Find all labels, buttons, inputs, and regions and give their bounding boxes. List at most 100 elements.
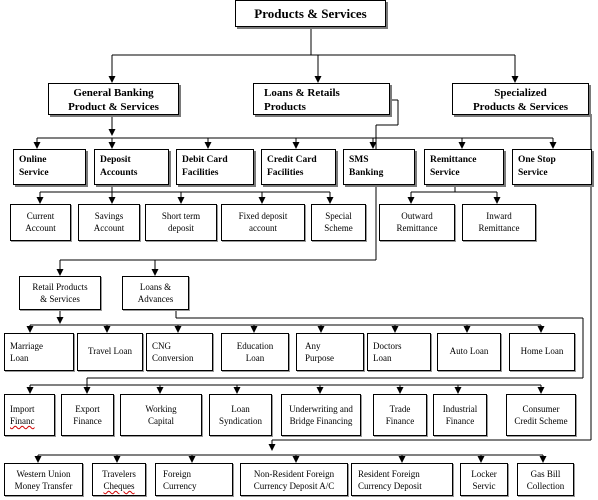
- node-label: Doctors: [373, 341, 402, 351]
- node-label: Currency: [163, 481, 197, 491]
- node-label: Syndication: [219, 416, 262, 426]
- node-industrial-finance: Industrial Finance: [433, 394, 487, 436]
- node-deposit-accounts: Deposit Accounts: [94, 149, 169, 185]
- node-label: Bridge Financing: [289, 416, 353, 426]
- node-current-account: Current Account: [10, 204, 71, 241]
- node-label: Industrial: [442, 404, 478, 414]
- node-savings-account: Savings Account: [78, 204, 140, 241]
- node-label: Service: [19, 168, 49, 178]
- node-label: Western Union: [16, 469, 71, 479]
- node-label: Export: [75, 404, 100, 414]
- node-label: Gas Bill: [530, 469, 561, 479]
- node-fixed-deposit-account: Fixed deposit account: [221, 204, 305, 241]
- node-home-loan: Home Loan: [509, 333, 575, 371]
- node-one-stop-service: One Stop Service: [512, 149, 592, 185]
- node-label: CNG: [152, 341, 172, 351]
- node-label: Loan: [231, 404, 250, 414]
- node-short-term-deposit: Short term deposit: [145, 204, 217, 241]
- node-label: Any: [305, 341, 321, 351]
- node-label: Money Transfer: [14, 481, 73, 491]
- node-loans-retails: Loans & Retails Products: [253, 83, 390, 115]
- node-label: Capital: [148, 416, 174, 426]
- node-label: Products & Services: [254, 6, 367, 21]
- node-label: Loan: [373, 353, 392, 363]
- node-label: Advances: [137, 294, 174, 304]
- node-label: Finance: [73, 416, 102, 426]
- node-label: Current: [26, 211, 55, 221]
- node-label: Home Loan: [520, 346, 564, 356]
- node-any-purpose: Any Purpose: [296, 333, 364, 371]
- node-label: Service: [518, 168, 548, 178]
- node-label: Travelers: [102, 469, 136, 479]
- node-consumer-credit: Consumer Credit Scheme: [506, 394, 576, 436]
- node-label: Loans &: [139, 282, 172, 292]
- node-label: Currency Deposit A/C: [253, 481, 335, 491]
- node-label: Travel Loan: [88, 346, 132, 356]
- node-label: Auto Loan: [449, 346, 489, 356]
- node-label: Remittance: [396, 223, 438, 233]
- node-label: Education: [236, 341, 274, 351]
- node-special-scheme: Special Scheme: [311, 204, 366, 241]
- node-label: Financ: [10, 416, 35, 426]
- node-loan-syndication: Loan Syndication: [209, 394, 272, 436]
- node-remittance-service: Remittance Service: [424, 149, 504, 185]
- node-label: Inward: [486, 211, 512, 221]
- node-label: Resident Foreign: [358, 469, 420, 479]
- node-cng-conversion: CNG Conversion: [146, 333, 213, 371]
- node-label: Servic: [472, 481, 496, 491]
- node-label: Short term: [161, 211, 201, 221]
- node-general-banking: General Banking Product & Services: [48, 83, 179, 115]
- node-non-resident-deposit: Non-Resident Foreign Currency Deposit A/…: [240, 463, 348, 496]
- node-label: Loan: [10, 353, 29, 363]
- node-label: Underwriting and: [289, 404, 353, 414]
- node-label: Retail Products: [32, 282, 88, 292]
- node-label: Banking: [349, 168, 384, 178]
- node-label: Product & Services: [68, 101, 159, 113]
- node-label: Credit Scheme: [514, 416, 568, 426]
- node-doctors-loan: Doctors Loan: [367, 333, 431, 371]
- node-label: Marriage: [10, 341, 43, 351]
- node-resident-foreign-deposit: Resident Foreign Currency Deposit: [351, 463, 453, 496]
- node-label: Locker: [471, 469, 497, 479]
- node-label: Remittance: [430, 155, 477, 165]
- node-label: Working: [145, 404, 177, 414]
- node-specialized: Specialized Products & Services: [452, 83, 589, 115]
- node-label: Foreign: [163, 469, 191, 479]
- node-label: Import: [10, 404, 35, 414]
- node-western-union: Western Union Money Transfer: [4, 463, 83, 496]
- node-label: Credit Card: [267, 155, 317, 165]
- node-label: Fixed deposit: [238, 211, 288, 221]
- node-label: Facilities: [182, 168, 219, 178]
- node-sms-banking: SMS Banking: [343, 149, 415, 185]
- node-label: Scheme: [324, 223, 353, 233]
- node-label: deposit: [168, 223, 194, 233]
- node-label: Currency Deposit: [358, 481, 422, 491]
- node-label: Savings: [94, 211, 124, 221]
- node-label: Outward: [401, 211, 433, 221]
- node-label: Collection: [526, 481, 565, 491]
- node-label: Consumer: [522, 404, 560, 414]
- node-auto-loan: Auto Loan: [437, 333, 501, 371]
- node-label: Products: [264, 101, 306, 113]
- node-export-finance: Export Finance: [61, 394, 114, 436]
- node-label: Account: [25, 223, 56, 233]
- node-gas-bill-collection: Gas Bill Collection: [517, 463, 574, 496]
- node-products-services: Products & Services: [235, 0, 386, 27]
- node-loans-advances: Loans & Advances: [122, 276, 189, 310]
- node-marriage-loan: Marriage Loan: [4, 333, 74, 371]
- node-label: Deposit: [100, 155, 131, 165]
- node-label: Service: [430, 168, 460, 178]
- node-travel-loan: Travel Loan: [77, 333, 143, 371]
- node-credit-card: Credit Card Facilities: [261, 149, 336, 185]
- node-label: & Services: [40, 294, 80, 304]
- node-label: Debit Card: [182, 155, 228, 165]
- node-label: Accounts: [100, 168, 138, 178]
- node-label: Loan: [245, 353, 265, 363]
- node-label: General Banking: [73, 87, 154, 99]
- node-online-service: Online Service: [13, 149, 86, 185]
- node-label: account: [249, 223, 277, 233]
- node-travelers-cheques: Travelers Cheques: [92, 463, 146, 496]
- node-outward-remittance: Outward Remittance: [379, 204, 455, 241]
- node-label: One Stop: [518, 155, 556, 165]
- node-underwriting-bridge: Underwriting and Bridge Financing: [281, 394, 361, 436]
